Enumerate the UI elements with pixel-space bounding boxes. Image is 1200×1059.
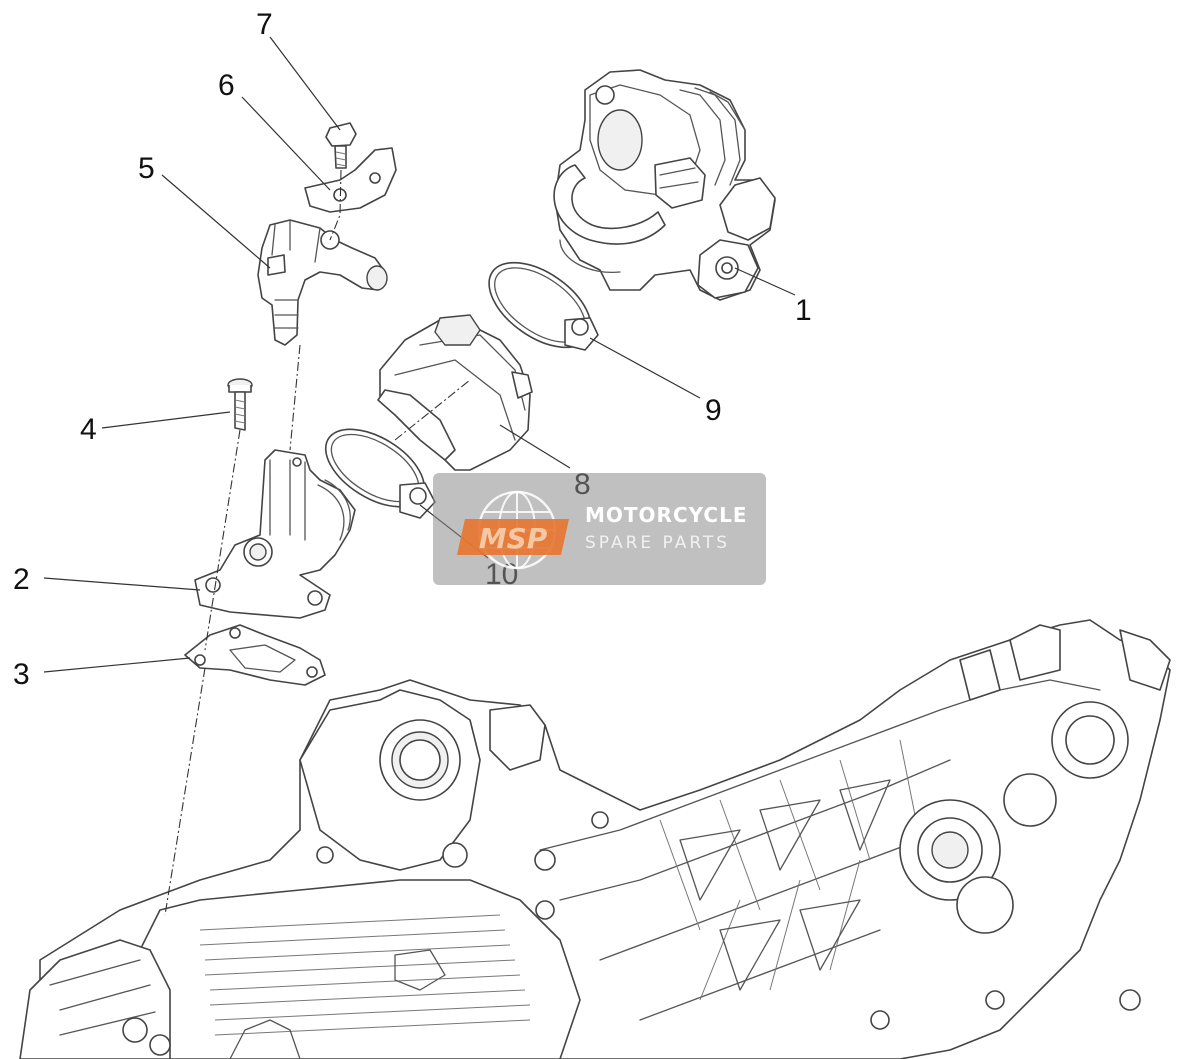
fuel-injector	[257, 219, 388, 346]
upper-hose-clamp	[488, 261, 599, 351]
callout-6: 6	[218, 69, 235, 102]
manifold-screw	[227, 378, 253, 431]
callout-4: 4	[80, 413, 97, 446]
logo-text: MSP	[479, 522, 548, 555]
watermark-title: MOTORCYCLE	[585, 503, 748, 527]
callout-7: 7	[256, 8, 273, 41]
callout-3: 3	[13, 658, 30, 691]
intake-manifold	[194, 449, 356, 619]
callout-2: 2	[13, 563, 30, 596]
engine-crankcase	[19, 619, 1171, 1059]
callout-9: 9	[705, 394, 722, 427]
callout-1: 1	[795, 294, 812, 327]
msp-logo-icon: MSP	[457, 490, 569, 570]
injector-bracket	[304, 147, 397, 213]
callout-5: 5	[138, 152, 155, 185]
watermark-banner: MSP MOTORCYCLE SPARE PARTS	[433, 473, 766, 585]
bracket-bolt	[325, 122, 357, 169]
throttle-body	[553, 69, 776, 301]
watermark-subtitle: SPARE PARTS	[585, 533, 731, 553]
manifold-gasket	[184, 624, 326, 686]
intake-sleeve	[377, 314, 533, 471]
assembly-axes	[164, 169, 471, 916]
lower-hose-clamp	[324, 428, 436, 519]
